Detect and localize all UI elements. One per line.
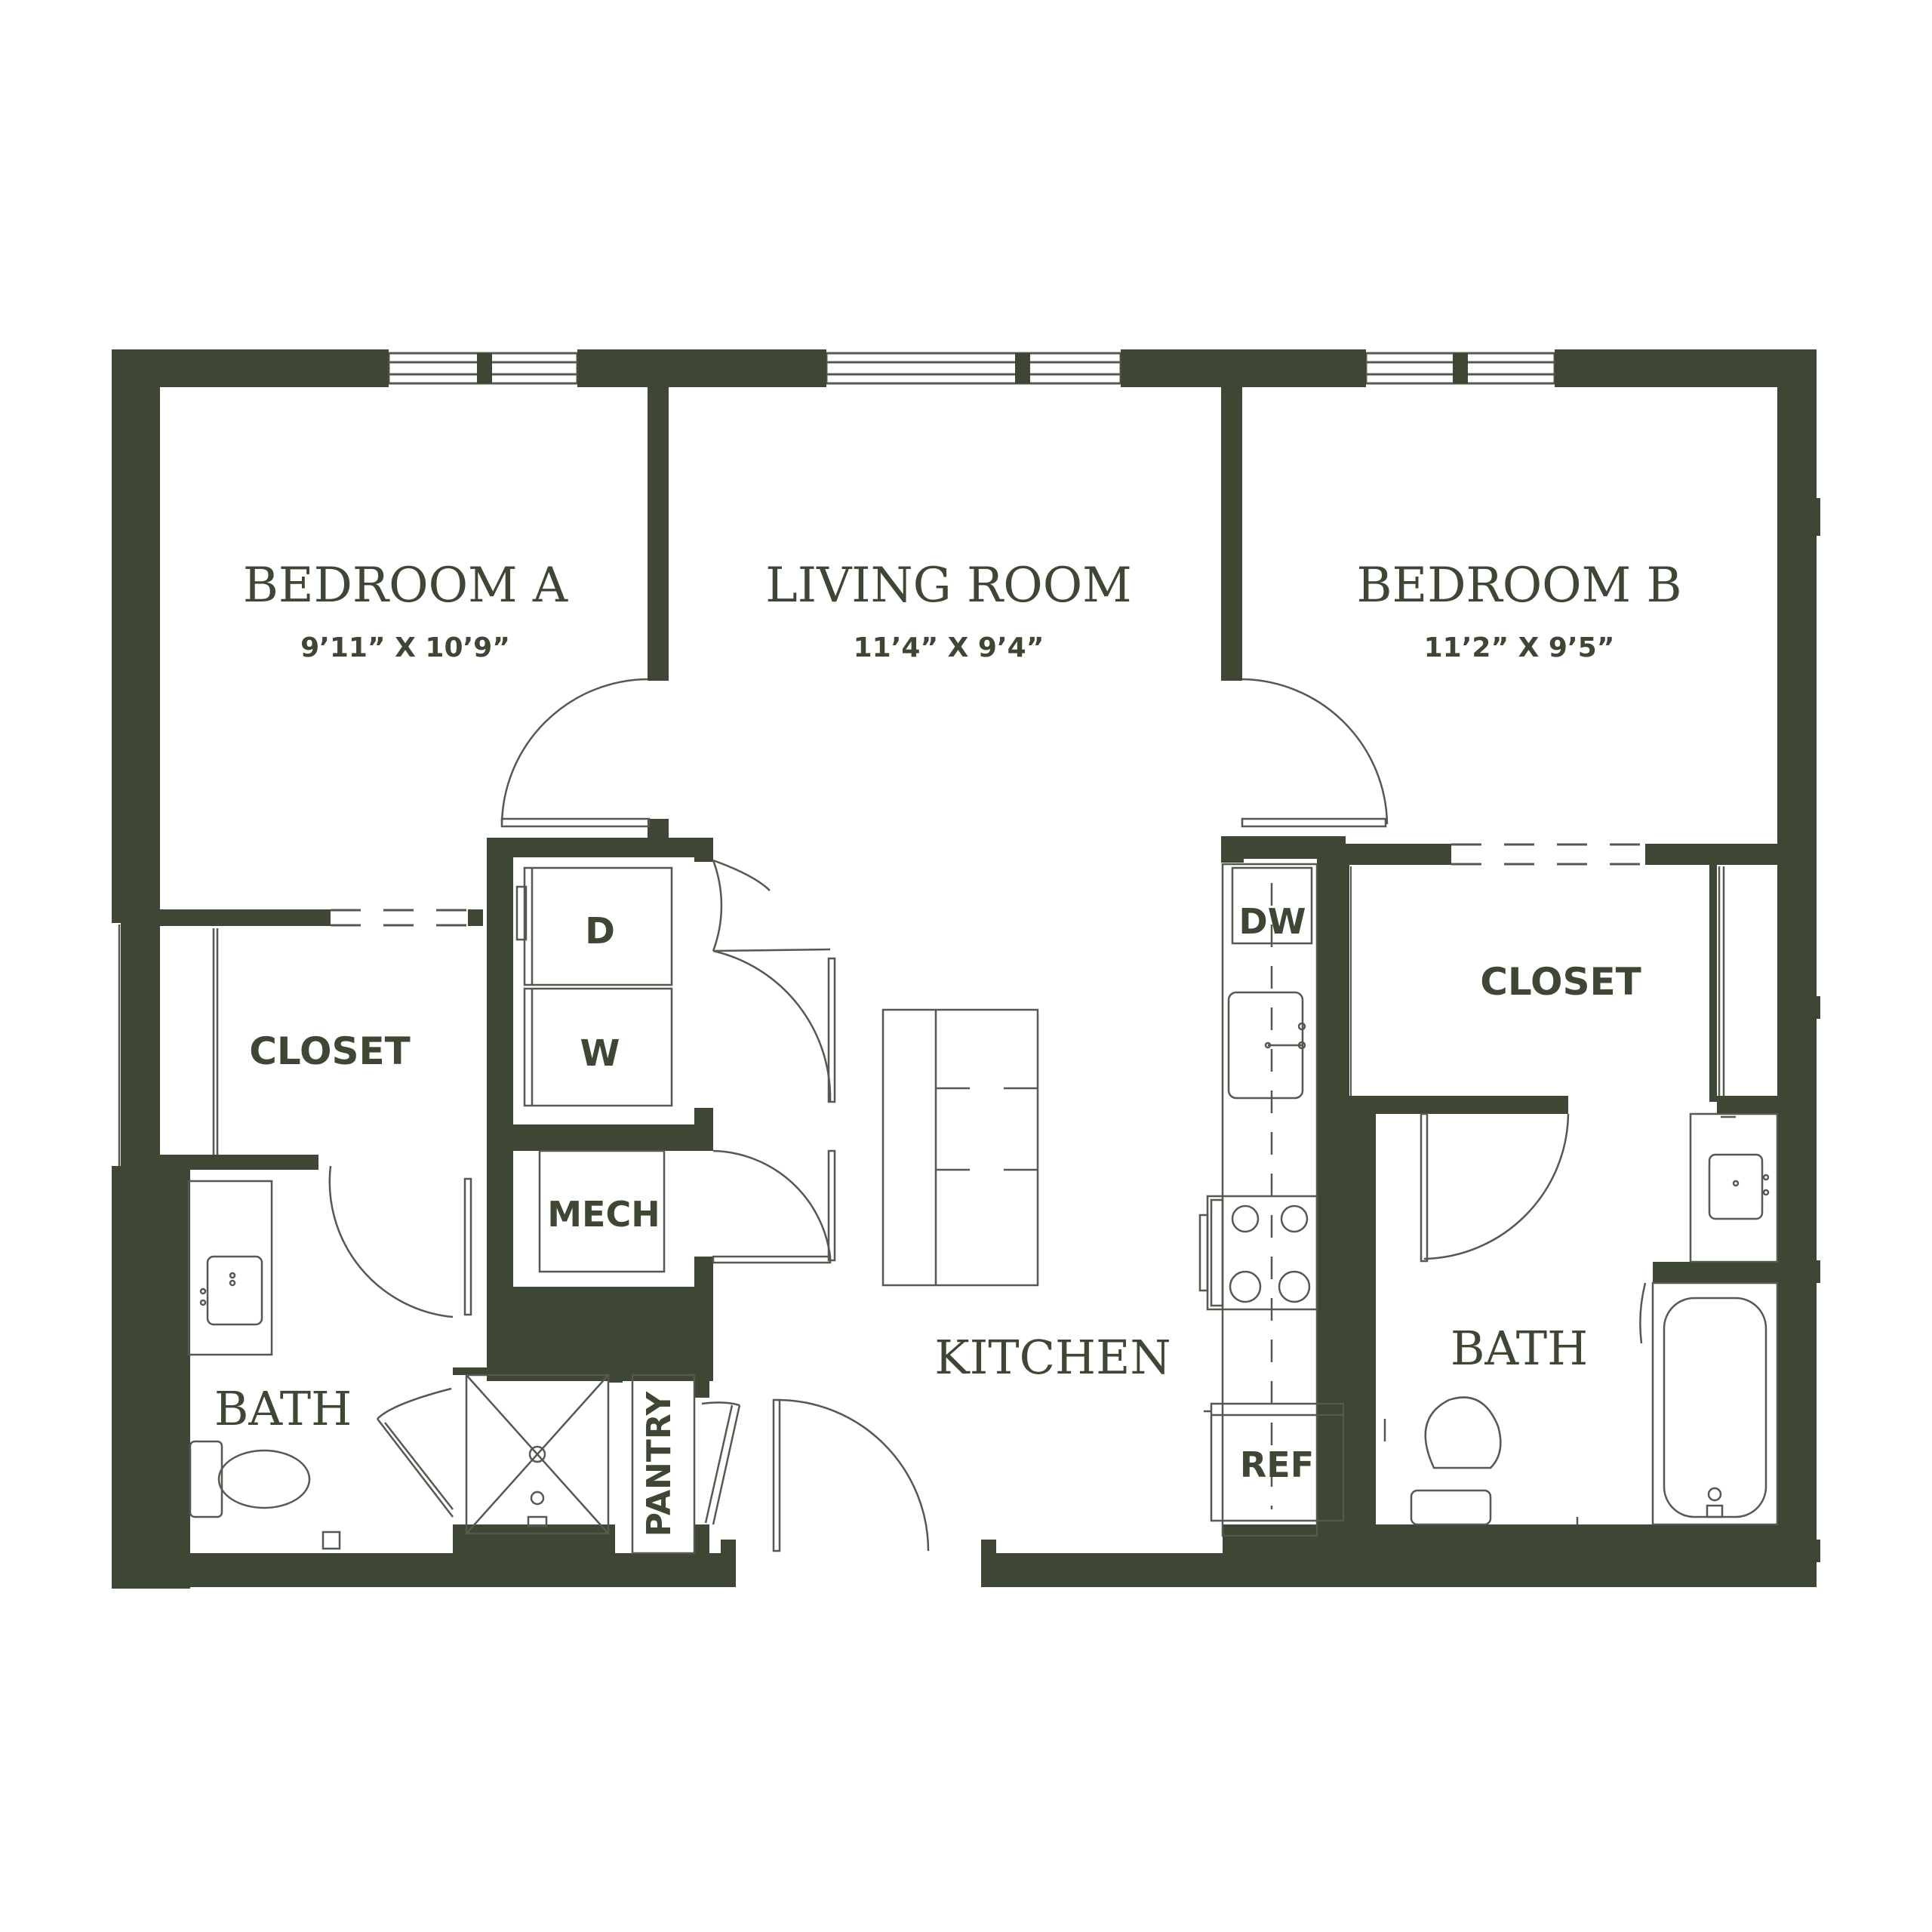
dryer [523,866,673,986]
labels: BEDROOM A 9’11” X 10’9” LIVING ROOM 11’4… [214,558,1682,1537]
closet-right-label: CLOSET [1480,960,1641,1004]
window-living-room [825,352,1122,385]
pantry-shelf [631,1374,696,1555]
washer [523,987,673,1107]
left-bath-fixtures [187,1180,696,1555]
mech-label: MECH [547,1194,660,1235]
kitchen-counter [1198,863,1345,1537]
refrigerator-label: REF [1240,1444,1314,1485]
walls [112,349,1820,1589]
bedroom-a-size: 9’11” X 10’9” [300,632,510,663]
living-room-label: LIVING ROOM [765,558,1131,614]
closet-shelves [118,866,1725,1166]
sink-left [206,1255,263,1326]
toilet-left [189,1440,311,1518]
doors [328,678,1647,1552]
bedroom-b-label: BEDROOM B [1356,558,1681,614]
bathtub [1651,1281,1779,1526]
window-bedroom-a [387,352,579,385]
washer-label: W [580,1032,620,1075]
kitchen-island [881,1008,1039,1287]
dryer-label: D [585,910,615,952]
windows [387,352,1556,385]
bath-left-label: BATH [214,1381,352,1436]
laundry [515,866,673,1273]
vanity-left [187,1180,273,1356]
pantry-label: PANTRY [640,1391,678,1537]
dishwasher-label: DW [1239,901,1306,942]
bath-right-label: BATH [1451,1321,1588,1376]
shower [465,1374,610,1535]
closet-left-label: CLOSET [249,1029,411,1073]
sink-right [1708,1153,1764,1220]
mech-unit [538,1149,666,1273]
kitchen-sink [1227,991,1304,1100]
closet-openings [331,843,1645,927]
refrigerator [1210,1402,1345,1522]
living-room-size: 11’4” X 9’4” [854,632,1044,663]
range [1206,1195,1318,1311]
right-bath-fixtures [1383,1112,1779,1526]
dishwasher [1231,866,1313,945]
kitchen-label: KITCHEN [934,1330,1171,1385]
bedroom-a-label: BEDROOM A [243,558,568,614]
bedroom-b-size: 11’2” X 9’5” [1424,632,1615,663]
vanity-right [1689,1112,1779,1263]
window-bedroom-b [1364,352,1556,385]
toilet-right [1410,1396,1502,1526]
